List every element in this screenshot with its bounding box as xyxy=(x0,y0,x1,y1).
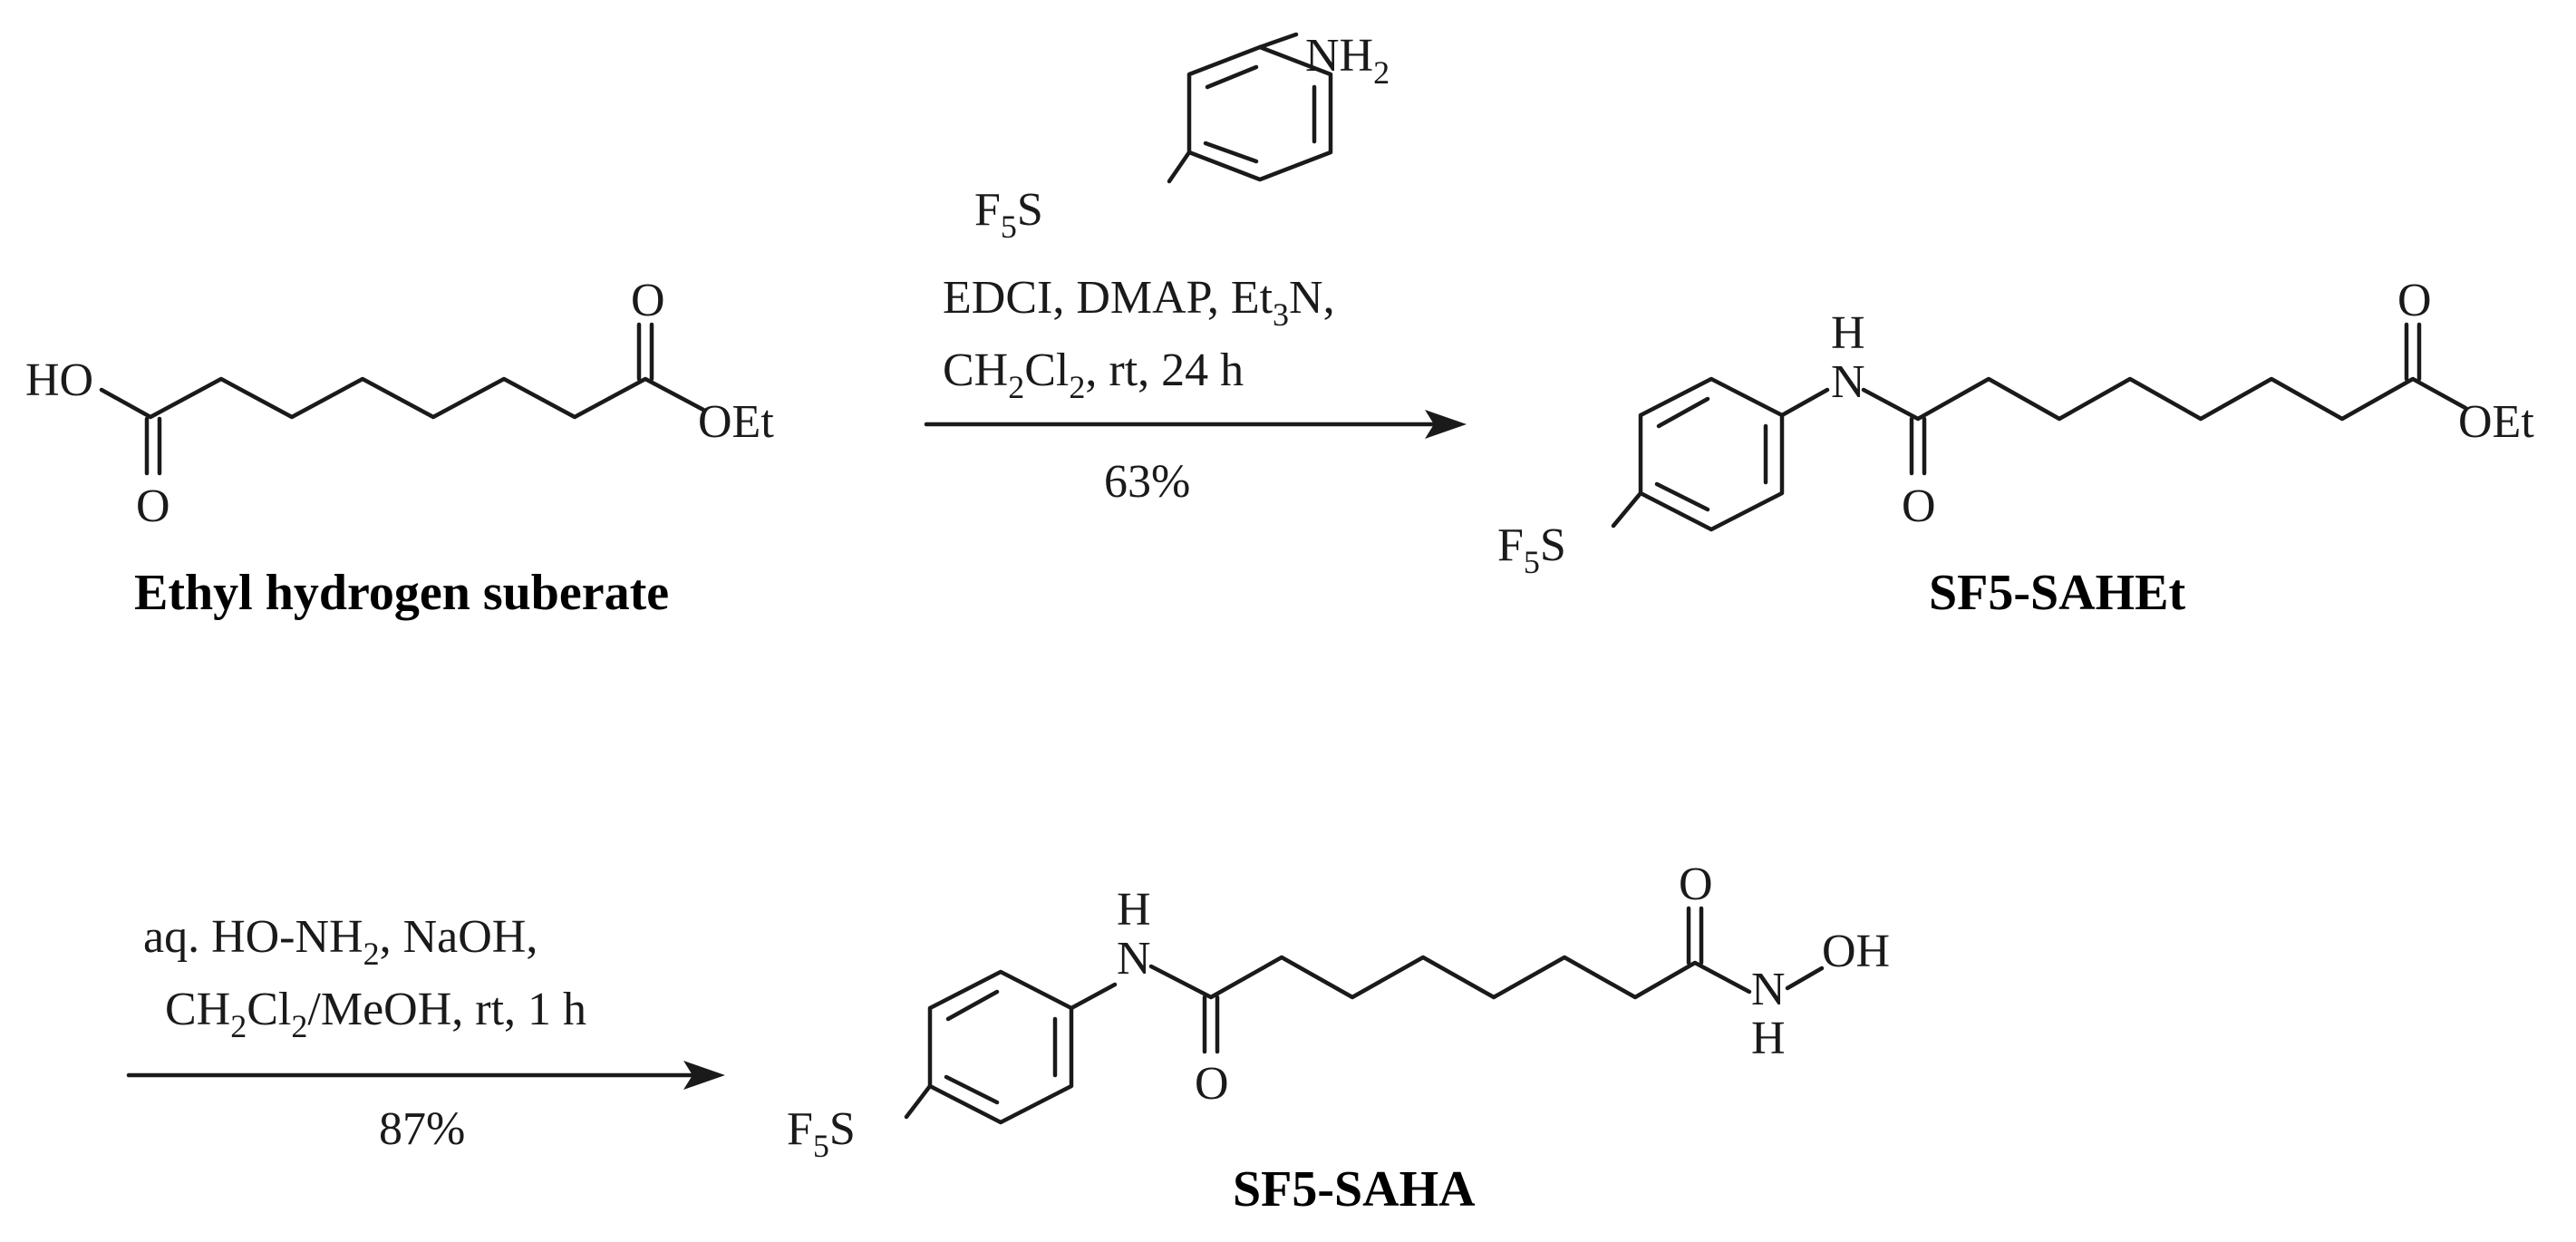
product-ring-inner-bond xyxy=(945,989,1000,1022)
product-ring-inner-bond xyxy=(944,1074,1000,1105)
product-oh-label: OH xyxy=(1822,926,1890,977)
product-compound-name: SF5-SAHA xyxy=(1233,1161,1476,1218)
intermediate-ring-inner-bond xyxy=(1654,481,1710,512)
start-material: HO O O OEt Ethyl hydrogen suberate xyxy=(25,275,774,621)
product-n2-label: N xyxy=(1751,964,1786,1015)
start-oet-label: OEt xyxy=(698,396,774,448)
product-s-bond xyxy=(904,1083,933,1120)
step1-conditions-line2: CH2Cl2, rt, 24 h xyxy=(943,344,1244,405)
step2-yield: 87% xyxy=(379,1103,465,1155)
start-o-bottom: O xyxy=(136,480,170,532)
product-ring-n-bond xyxy=(1069,982,1118,1011)
intermediate-chain-bonds xyxy=(1861,376,2468,422)
start-compound-name: Ethyl hydrogen suberate xyxy=(134,565,669,621)
step2-conditions-line2: CH2Cl2/MeOH, rt, 1 h xyxy=(165,984,586,1044)
product-o-acid: O xyxy=(1679,859,1713,910)
step1-yield: 63% xyxy=(1104,456,1190,508)
intermediate-compound-name: SF5-SAHEt xyxy=(1929,565,2185,621)
product-n-oh-bond xyxy=(1785,965,1825,991)
intermediate-ring-bonds xyxy=(1638,376,1785,532)
reagent-sf5-label: F5S xyxy=(974,184,1043,245)
intermediate-o-amide: O xyxy=(1902,480,1936,532)
product: H N O O N H OH F5S SF5-SAHA xyxy=(787,859,1890,1218)
product-h2-label: H xyxy=(1751,1013,1786,1064)
intermediate-o-ester: O xyxy=(2397,275,2432,326)
intermediate: H N O O OEt F5S SF5-SAHEt xyxy=(1497,275,2534,621)
product-o-amide: O xyxy=(1195,1058,1229,1110)
step1-conditions-line1: EDCI, DMAP, Et3N, xyxy=(943,272,1335,333)
intermediate-sf5-label: F5S xyxy=(1497,519,1566,580)
start-chain-bonds xyxy=(99,376,706,420)
reagent-ring-inner-bond xyxy=(1205,64,1259,90)
intermediate-h-label: H xyxy=(1831,307,1865,359)
step2-conditions-line1: aq. HO-NH2, NaOH, xyxy=(143,911,537,972)
product-chain-bonds xyxy=(1148,955,1752,1000)
step1-conditions: EDCI, DMAP, Et3N, CH2Cl2, rt, 24 h 63% xyxy=(924,272,1467,508)
start-ho-label: HO xyxy=(25,354,93,406)
intermediate-oet-label: OEt xyxy=(2458,396,2534,448)
intermediate-ring-inner-bond xyxy=(1656,396,1710,429)
product-sf5-label: F5S xyxy=(787,1103,856,1164)
intermediate-ring-n-bond xyxy=(1779,387,1830,418)
reagent-s-bond xyxy=(1167,150,1192,184)
product-h-label: H xyxy=(1117,884,1151,936)
product-ring-bonds xyxy=(927,969,1074,1125)
intermediate-n-label: N xyxy=(1831,356,1865,408)
reagent-amine-label: NH2 xyxy=(1305,30,1390,91)
reagent-sf5-aniline: NH2 F5S xyxy=(974,30,1390,245)
start-o-top: O xyxy=(631,275,665,326)
product-n-label: N xyxy=(1117,933,1151,985)
reagent-ring-inner-bond xyxy=(1203,141,1259,164)
step2-conditions: aq. HO-NH2, NaOH, CH2Cl2/MeOH, rt, 1 h 8… xyxy=(126,911,725,1155)
intermediate-s-bond xyxy=(1611,490,1643,529)
step1-arrow-head xyxy=(1425,410,1467,439)
reagent-n-bond xyxy=(1257,32,1299,50)
step2-arrow-head xyxy=(683,1061,725,1090)
